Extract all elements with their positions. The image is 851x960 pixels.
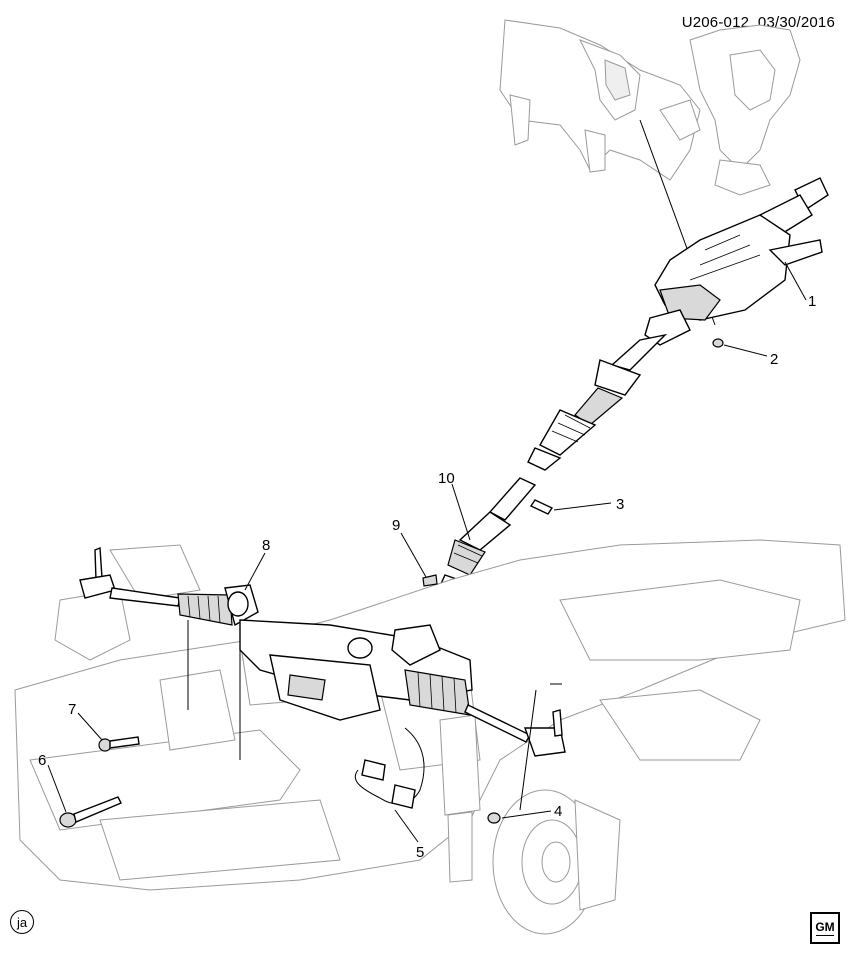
diagram-date: 03/30/2016 (757, 14, 835, 31)
callout-3: 3 (616, 496, 624, 513)
steering-column (527, 177, 829, 471)
callout-2: 2 (770, 351, 778, 368)
illustrator-mark-text: ja (16, 914, 28, 930)
callout-6: 6 (38, 752, 46, 769)
diagram-header: U206-012 03/30/2016 (682, 14, 835, 31)
fastener-bolt-9 (422, 574, 438, 587)
gm-logo: GM (810, 912, 840, 944)
illustrator-mark: ja (10, 910, 34, 934)
suspension-strut (439, 714, 481, 883)
instrument-panel-bracket (499, 19, 801, 326)
wiring-harness (354, 727, 425, 809)
callout-9: 9 (392, 517, 400, 534)
fastener-nut-4 (487, 812, 501, 824)
gm-logo-bar (816, 934, 834, 936)
leader-lines (47, 261, 807, 843)
callout-1: 1 (808, 293, 816, 310)
gm-logo-text: GM (815, 919, 835, 934)
callout-8: 8 (262, 537, 270, 554)
diagram-code: U206-012 (681, 14, 750, 31)
brake-rotor (492, 789, 621, 935)
steering-gear (79, 546, 566, 757)
fastener-bolt-6 (59, 796, 122, 828)
fastener-bolt-3 (529, 499, 554, 515)
callout-10: 10 (438, 470, 455, 487)
callout-5: 5 (416, 844, 424, 861)
callout-4: 4 (554, 803, 562, 820)
fastener-bolt-7 (98, 736, 140, 752)
intermediate-shaft (427, 477, 537, 621)
callout-7: 7 (68, 701, 76, 718)
fastener-nut-2 (712, 338, 724, 348)
